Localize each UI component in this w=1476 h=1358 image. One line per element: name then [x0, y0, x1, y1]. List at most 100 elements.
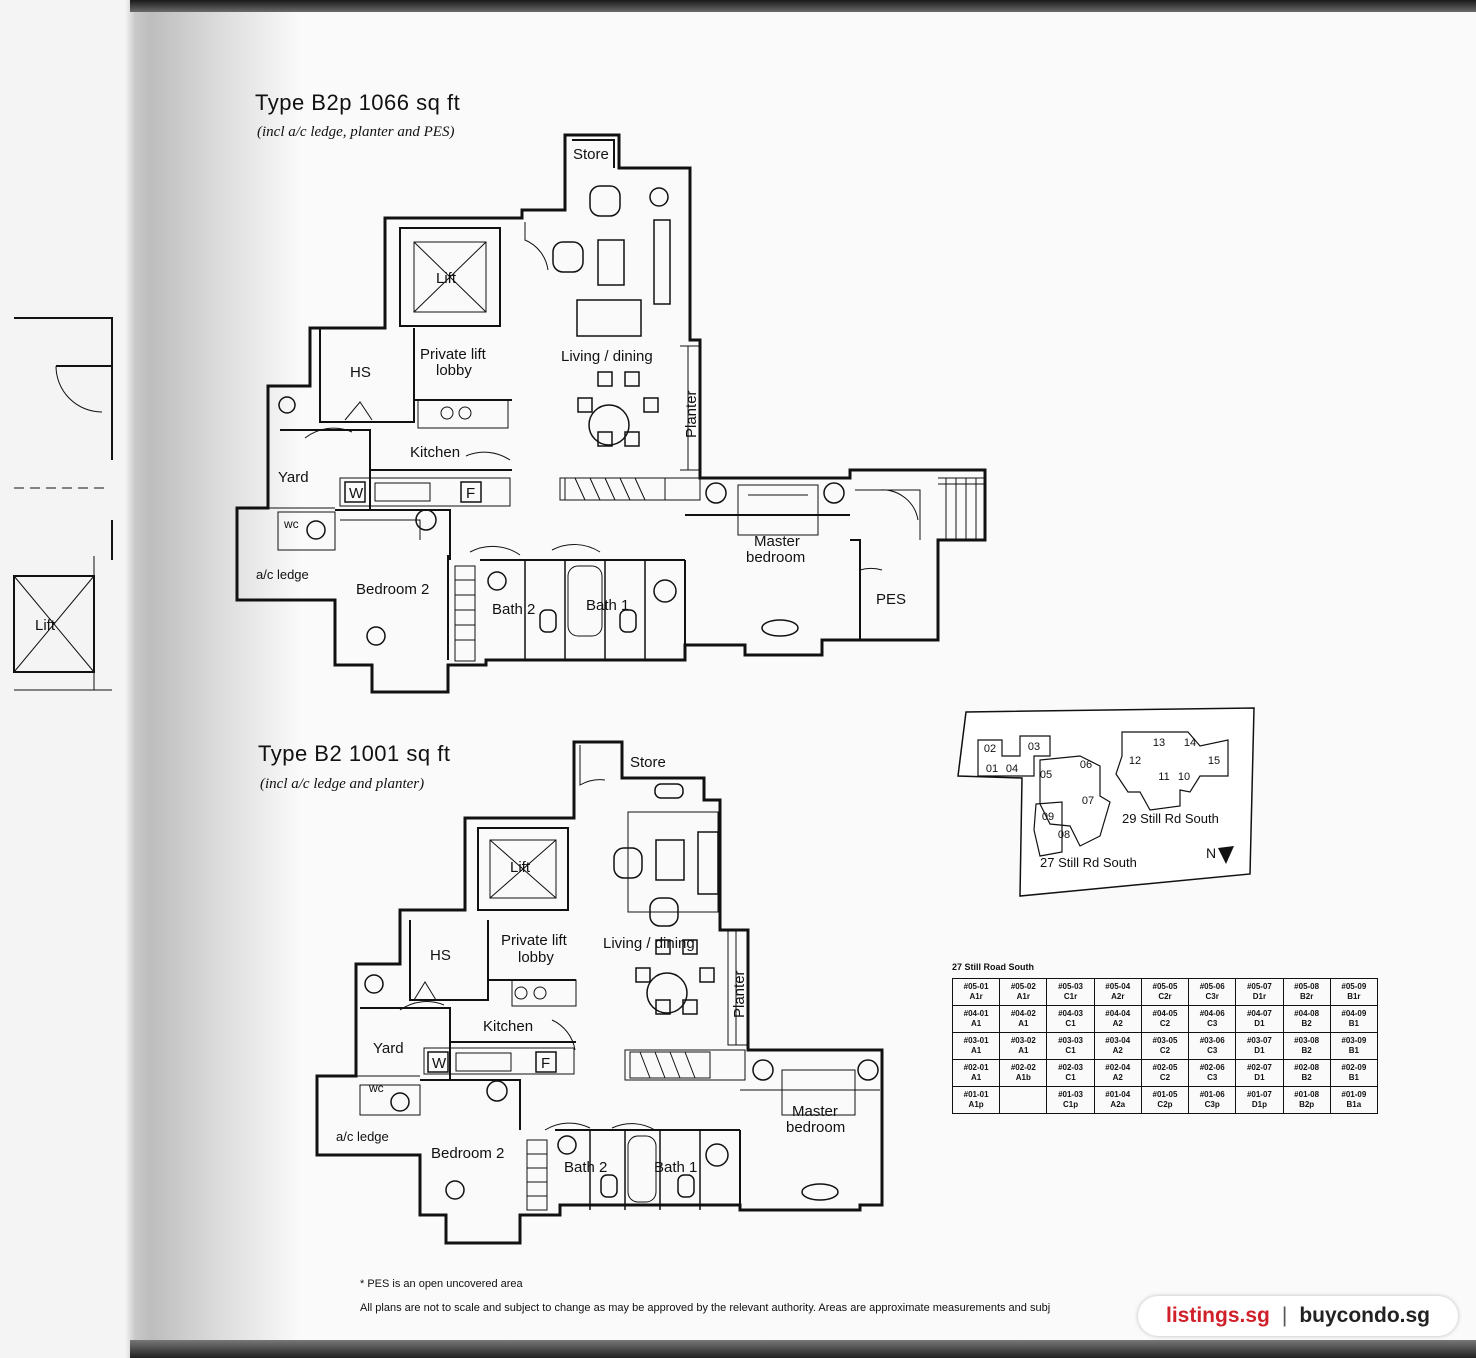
- unit-number: #02-08: [1294, 1063, 1320, 1072]
- label-living-b2: Living / dining: [603, 935, 695, 952]
- unit-type: C2r: [1158, 992, 1172, 1001]
- label-kitchen-b2: Kitchen: [483, 1018, 533, 1035]
- brand-listings[interactable]: listings.sg: [1166, 1304, 1270, 1327]
- watermark-brand[interactable]: listings.sg | buycondo.sg: [1138, 1296, 1458, 1336]
- page-edge-bottom: [130, 1340, 1476, 1358]
- label-lobby-line2-b2: lobby: [518, 949, 554, 966]
- unit-number: #05-03: [1058, 982, 1083, 991]
- pes-note: * PES is an open uncovered area: [360, 1278, 523, 1290]
- label-bath2-b2p: Bath 2: [492, 601, 535, 618]
- unit-type: C1: [1065, 1019, 1076, 1028]
- unit-type: C3: [1207, 1073, 1218, 1082]
- site-north-label: N: [1206, 845, 1216, 861]
- unit-type: B1: [1348, 1019, 1359, 1028]
- unit-number: #04-04: [1105, 1009, 1131, 1018]
- unit-number: #03-05: [1152, 1036, 1178, 1045]
- unit-number: #05-04: [1105, 982, 1131, 991]
- label-acledge-b2: a/c ledge: [336, 1129, 389, 1144]
- unit-number: #03-06: [1199, 1036, 1225, 1045]
- unit-type: A1: [970, 1019, 982, 1028]
- unit-type: C2: [1159, 1046, 1171, 1055]
- unit-type: B1: [1348, 1073, 1359, 1082]
- site-block-04: 04: [1006, 763, 1018, 775]
- unit-type: B1a: [1346, 1100, 1362, 1109]
- unit-type: A1r: [1016, 992, 1030, 1001]
- unit-type: D1: [1254, 1073, 1265, 1082]
- disclaimer-note: All plans are not to scale and subject t…: [360, 1302, 1051, 1314]
- unit-table-title: 27 Still Road South: [952, 962, 1035, 972]
- label-master-line1-b2p: Master: [754, 533, 800, 550]
- site-block-14: 14: [1184, 737, 1196, 749]
- unit-type: C1p: [1062, 1100, 1079, 1109]
- label-planter-b2p: Planter: [683, 390, 700, 438]
- unit-number: #04-08: [1294, 1009, 1320, 1018]
- unit-number: #03-03: [1058, 1036, 1083, 1045]
- site-block-12: 12: [1129, 755, 1141, 767]
- plan-title-b2p: Type B2p 1066 sq ft: [255, 90, 461, 115]
- unit-type: D1: [1254, 1046, 1265, 1055]
- site-block-05: 05: [1040, 769, 1052, 781]
- brand-buycondo[interactable]: buycondo.sg: [1299, 1304, 1430, 1327]
- site-block-08: 08: [1058, 829, 1070, 841]
- unit-type: D1r: [1252, 992, 1267, 1001]
- unit-type: C3r: [1205, 992, 1219, 1001]
- unit-number: #01-08: [1294, 1090, 1320, 1099]
- unit-type: A2: [1112, 1019, 1123, 1028]
- unit-type: D1p: [1251, 1100, 1267, 1109]
- label-yard-b2p: Yard: [278, 469, 309, 486]
- label-bath1-b2: Bath 1: [654, 1159, 697, 1176]
- book-spine-shadow: [0, 0, 300, 1358]
- unit-number: #05-05: [1152, 982, 1178, 991]
- site-label-27: 27 Still Rd South: [1040, 855, 1137, 870]
- unit-type: A2: [1112, 1073, 1123, 1082]
- unit-type: C3p: [1204, 1100, 1220, 1109]
- plan-title-b2: Type B2 1001 sq ft: [258, 741, 451, 766]
- label-w-b2p: W: [349, 485, 364, 502]
- label-master-line2-b2p: bedroom: [746, 549, 805, 566]
- unit-type: B1r: [1347, 992, 1361, 1001]
- unit-number: #03-07: [1246, 1036, 1272, 1045]
- site-plan: 02 01 04 03 05 06 07 09 08 12 13 14 15 1…: [957, 707, 1255, 897]
- label-lift-b2p: Lift: [436, 270, 457, 287]
- unit-type: A1: [1018, 1019, 1029, 1028]
- unit-number: #04-05: [1152, 1009, 1178, 1018]
- unit-type: C1r: [1063, 992, 1078, 1001]
- unit-type: B2: [1301, 1046, 1312, 1055]
- unit-number: #05-06: [1199, 982, 1225, 991]
- unit-type: B2: [1301, 1073, 1312, 1082]
- label-w-b2: W: [432, 1055, 447, 1072]
- label-f-b2p: F: [466, 485, 475, 502]
- label-store-b2: Store: [630, 754, 666, 771]
- label-hs-b2: HS: [430, 947, 451, 964]
- label-bedroom2-b2p: Bedroom 2: [356, 581, 429, 598]
- unit-number: #01-03: [1058, 1090, 1083, 1099]
- label-lobby-line1-b2p: Private lift: [420, 346, 487, 363]
- unit-type: C3: [1207, 1019, 1218, 1028]
- unit-number: #03-04: [1105, 1036, 1131, 1045]
- label-living-b2p: Living / dining: [561, 348, 653, 365]
- unit-number: #02-05: [1152, 1063, 1178, 1072]
- site-block-13: 13: [1153, 737, 1165, 749]
- site-block-07: 07: [1082, 795, 1094, 807]
